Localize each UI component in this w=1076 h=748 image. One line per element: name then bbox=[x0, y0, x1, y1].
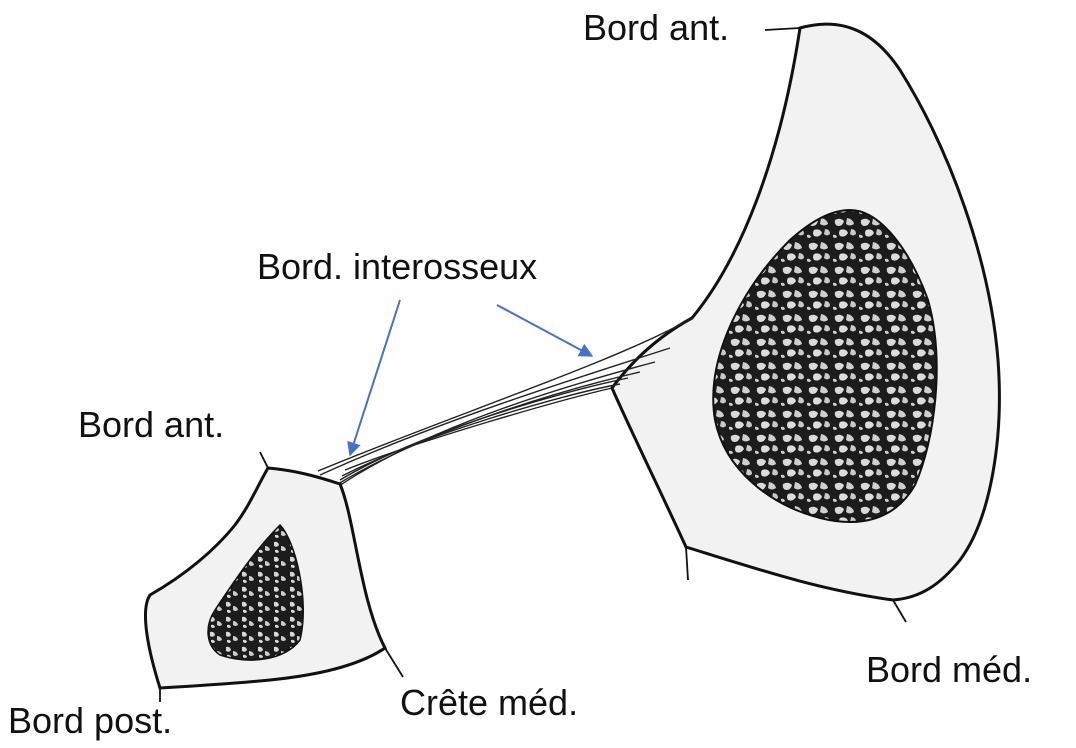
label-crete-med: Crête méd. bbox=[400, 685, 578, 721]
label-bord-ant-left: Bord ant. bbox=[78, 407, 224, 443]
leader-bord-ant-left bbox=[260, 452, 268, 468]
label-bord-post: Bord post. bbox=[8, 703, 172, 739]
arrow-interosseux-right bbox=[497, 305, 592, 356]
label-bord-med: Bord méd. bbox=[866, 652, 1032, 688]
leader-bord-med bbox=[893, 600, 906, 622]
leader-bord-ant-top bbox=[765, 28, 800, 30]
label-bord-ant-top: Bord ant. bbox=[583, 10, 729, 46]
label-bord-interosseux: Bord. interosseux bbox=[257, 249, 537, 285]
leader-edge-tick bbox=[686, 547, 688, 580]
arrow-interosseux-left bbox=[350, 300, 400, 455]
leader-crete-med bbox=[385, 648, 403, 677]
